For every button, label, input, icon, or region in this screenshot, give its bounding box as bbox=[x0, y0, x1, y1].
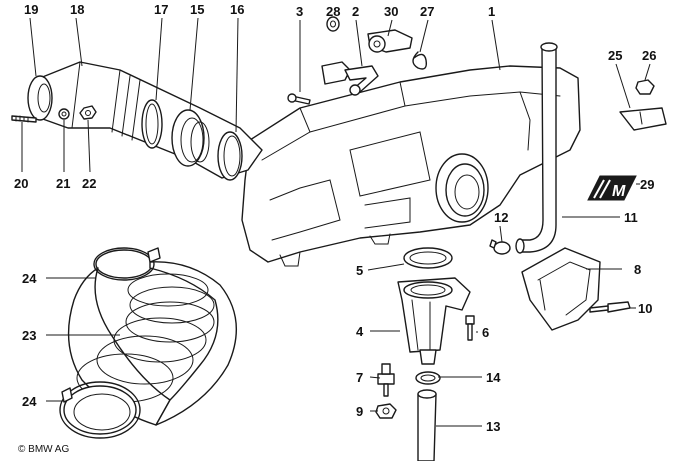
callout-17: 17 bbox=[154, 2, 168, 17]
callout-18: 18 bbox=[70, 2, 84, 17]
callout-28: 28 bbox=[326, 4, 340, 19]
intake-bellows bbox=[63, 249, 238, 435]
resonator-4 bbox=[397, 277, 471, 365]
hose-clamp-16 bbox=[217, 131, 243, 181]
mounting-bracket bbox=[321, 61, 379, 96]
callout-29: 29 bbox=[640, 177, 654, 192]
callout-24-bottom: 24 bbox=[22, 394, 37, 409]
callout-27: 27 bbox=[420, 4, 434, 19]
support-bracket-8 bbox=[521, 247, 601, 331]
callout-14: 14 bbox=[486, 370, 501, 385]
callout-19: 19 bbox=[24, 2, 38, 17]
plate-25 bbox=[619, 107, 667, 131]
badge-text: M bbox=[612, 183, 626, 200]
callout-9: 9 bbox=[356, 404, 363, 419]
callout-15: 15 bbox=[190, 2, 204, 17]
screw-3 bbox=[287, 93, 311, 105]
intake-hose-15 bbox=[171, 109, 210, 167]
callout-5: 5 bbox=[356, 263, 363, 278]
callout-11: 11 bbox=[624, 210, 638, 225]
hose-clamp-24-bottom bbox=[59, 381, 141, 439]
hose-clamp-24-top bbox=[93, 247, 161, 281]
nut-26 bbox=[635, 79, 655, 95]
callout-4: 4 bbox=[356, 324, 364, 339]
callout-20: 20 bbox=[14, 176, 28, 191]
bushing-30 bbox=[367, 29, 413, 53]
rubber-mount-7 bbox=[377, 363, 395, 397]
callout-25: 25 bbox=[608, 48, 622, 63]
air-filter-housing bbox=[241, 65, 581, 267]
callout-7: 7 bbox=[356, 370, 363, 385]
callout-16: 16 bbox=[230, 2, 244, 17]
callout-1: 1 bbox=[488, 4, 495, 19]
callout-26: 26 bbox=[642, 48, 656, 63]
callout-6: 6 bbox=[482, 325, 489, 340]
callout-22: 22 bbox=[82, 176, 96, 191]
nut-22 bbox=[79, 105, 97, 120]
spring-clip-27 bbox=[412, 51, 428, 70]
breather-pipe bbox=[515, 42, 558, 254]
bolt-20 bbox=[11, 115, 37, 123]
callout-21: 21 bbox=[56, 176, 70, 191]
hose-clamp-12 bbox=[489, 239, 511, 255]
callout-labels: 19 18 17 15 16 3 28 2 30 27 1 25 26 20 2… bbox=[14, 2, 656, 434]
washer-21 bbox=[58, 108, 70, 120]
hose-clamp-17 bbox=[141, 99, 163, 149]
callout-2: 2 bbox=[352, 4, 359, 19]
seal-ring-5 bbox=[403, 247, 453, 269]
leader-lines bbox=[21, 17, 651, 427]
grommet-28 bbox=[326, 16, 340, 32]
callout-8: 8 bbox=[634, 262, 641, 277]
screw-6 bbox=[465, 315, 475, 341]
callout-24-top: 24 bbox=[22, 271, 37, 286]
nut-9 bbox=[375, 403, 397, 419]
callout-30: 30 bbox=[384, 4, 398, 19]
callout-12: 12 bbox=[494, 210, 508, 225]
callout-10: 10 bbox=[638, 301, 652, 316]
hose-clamp-14 bbox=[415, 371, 441, 385]
callout-23: 23 bbox=[22, 328, 36, 343]
copyright-notice: © BMW AG bbox=[18, 444, 70, 455]
callout-13: 13 bbox=[486, 419, 500, 434]
m-badge-29: M bbox=[587, 175, 637, 201]
hose-13 bbox=[417, 389, 437, 461]
callout-3: 3 bbox=[296, 4, 303, 19]
bolt-10 bbox=[589, 301, 631, 313]
